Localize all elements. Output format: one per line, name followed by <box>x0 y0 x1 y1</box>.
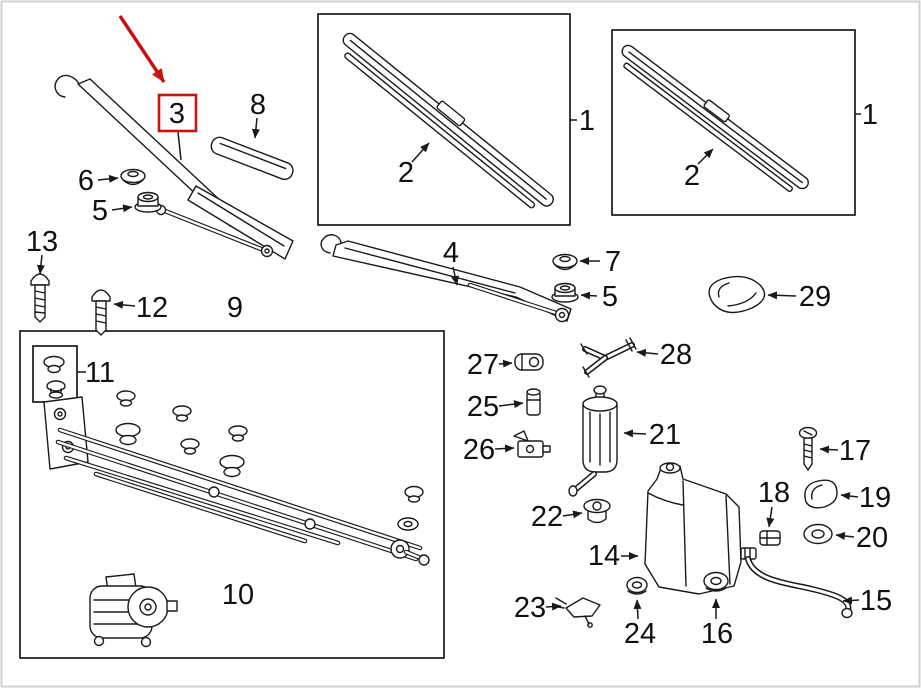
callout-6[interactable]: 6 <box>78 165 94 197</box>
leader-15 <box>842 596 860 605</box>
part-2-wiper-blade-right <box>621 44 809 193</box>
leader-3 <box>177 131 182 161</box>
part-5-nut-right <box>551 282 579 303</box>
leader-20 <box>835 532 855 540</box>
leader-29 <box>767 291 797 300</box>
callout-20[interactable]: 20 <box>856 522 888 554</box>
callout-26[interactable]: 26 <box>463 434 495 466</box>
leader-4 <box>451 266 459 286</box>
part-6-cap <box>120 168 146 186</box>
part-16-grommet <box>703 571 729 592</box>
part-2-wiper-blade-left <box>342 32 554 209</box>
part-7-cap <box>552 253 578 271</box>
callout-29[interactable]: 29 <box>799 281 831 313</box>
part-18-clip <box>759 530 781 546</box>
leader-21 <box>623 429 647 438</box>
callout-24[interactable]: 24 <box>624 618 656 650</box>
callout-28[interactable]: 28 <box>660 339 692 371</box>
callout-labels: 1 2 1 2 3 8 6 5 13 12 9 11 10 4 7 5 29 2… <box>26 89 892 650</box>
part-12-bolt <box>91 289 111 336</box>
callout-17[interactable]: 17 <box>839 435 871 467</box>
leader-5-left <box>111 204 133 213</box>
callout-3[interactable]: 3 <box>169 98 185 130</box>
part-8-arm-cover <box>210 136 294 181</box>
leader-17 <box>819 445 839 454</box>
part-5-nut-left <box>134 191 162 213</box>
highlight-box-part-3 <box>157 93 198 133</box>
callout-5-right[interactable]: 5 <box>602 281 618 313</box>
leader-22 <box>562 510 583 519</box>
part-3-wiper-arm <box>54 74 294 260</box>
callout-10[interactable]: 10 <box>222 579 254 611</box>
part-24-grommet <box>626 576 648 595</box>
callout-1-right[interactable]: 1 <box>862 99 878 131</box>
leader-18 <box>766 506 775 528</box>
callout-19[interactable]: 19 <box>859 482 891 514</box>
part-20-grommet <box>803 523 833 545</box>
part-27-clip <box>514 353 544 371</box>
leader-28 <box>636 348 659 357</box>
callout-9[interactable]: 9 <box>227 292 243 324</box>
part-17-screw <box>798 426 818 471</box>
callout-7[interactable]: 7 <box>605 246 621 278</box>
part-21-washer-pump <box>568 385 618 497</box>
callout-2-left[interactable]: 2 <box>398 157 414 189</box>
callout-15[interactable]: 15 <box>860 585 892 617</box>
part-25-joint <box>526 388 541 416</box>
callout-2-right[interactable]: 2 <box>684 160 700 192</box>
leader-2-left <box>411 142 430 163</box>
callout-23[interactable]: 23 <box>514 592 546 624</box>
leader-26 <box>494 444 515 453</box>
part-29-cover <box>708 275 766 314</box>
leader-5-right <box>580 291 598 300</box>
leader-6 <box>97 174 119 183</box>
callout-5-left[interactable]: 5 <box>92 195 108 227</box>
callout-1-left[interactable]: 1 <box>579 105 595 137</box>
callout-8[interactable]: 8 <box>250 89 266 121</box>
group-box-blade-set-right <box>611 29 856 216</box>
part-19-cap <box>804 479 838 509</box>
part-13-bolt <box>30 273 50 323</box>
callout-25[interactable]: 25 <box>467 391 499 423</box>
part-15-hose <box>740 547 853 619</box>
leader-2-right <box>697 148 714 165</box>
part-14-reservoir <box>644 462 742 595</box>
leader-12 <box>113 300 136 309</box>
part-10-wiper-linkage <box>43 390 430 566</box>
leader-8 <box>251 117 260 139</box>
callout-22[interactable]: 22 <box>531 501 563 533</box>
leader-23 <box>545 602 562 611</box>
callout-12[interactable]: 12 <box>136 292 168 324</box>
callout-4[interactable]: 4 <box>443 237 459 269</box>
highlight-arrow <box>118 15 166 83</box>
callout-18[interactable]: 18 <box>758 477 790 509</box>
part-11-bushing-kit <box>43 355 66 399</box>
leader-25 <box>498 400 524 409</box>
group-box-linkage <box>19 330 445 659</box>
leader-24 <box>633 599 642 620</box>
callout-11[interactable]: 11 <box>85 357 115 389</box>
leader-13 <box>36 254 45 275</box>
callout-14[interactable]: 14 <box>588 540 620 572</box>
part-28-y-connector <box>580 337 637 378</box>
leader-27 <box>498 359 513 368</box>
leader-lines <box>36 113 861 620</box>
part-23-nozzle <box>552 597 601 628</box>
leader-19 <box>840 492 859 501</box>
part-26-valve <box>513 430 551 458</box>
callout-27[interactable]: 27 <box>467 349 499 381</box>
wiper-motor <box>89 573 178 648</box>
part-22-grommet <box>583 498 611 524</box>
callout-13[interactable]: 13 <box>26 226 58 258</box>
callout-16[interactable]: 16 <box>701 618 733 650</box>
callout-21[interactable]: 21 <box>649 419 681 451</box>
